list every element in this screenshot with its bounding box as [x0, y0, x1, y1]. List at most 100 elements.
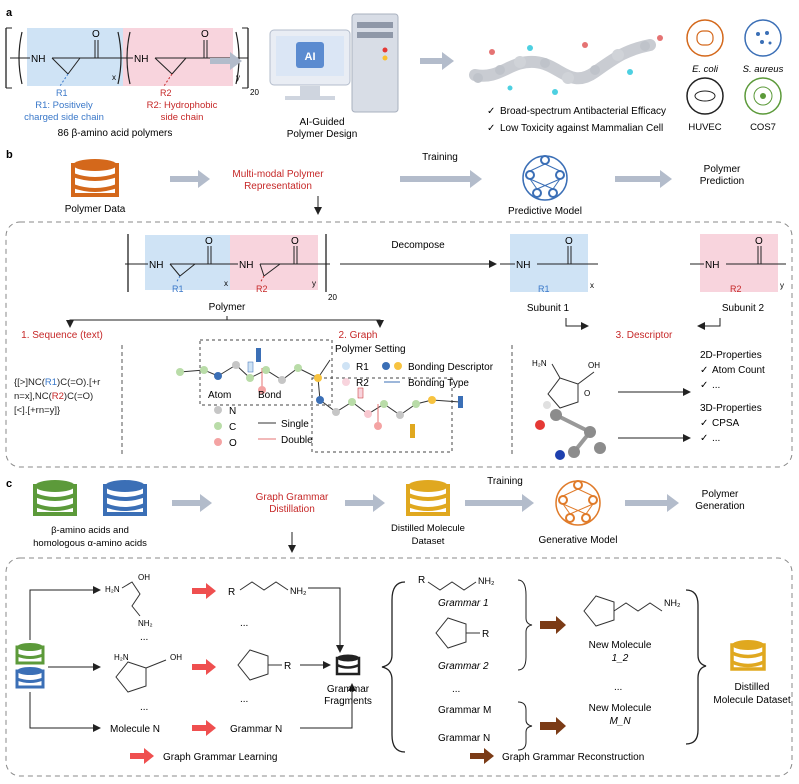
subscript-x-s1: x — [590, 281, 594, 290]
distilled-dataset-line2: Dataset — [412, 536, 445, 547]
distillation-dashed-box — [5, 557, 793, 777]
check-2: Low Toxicity against Mammalian Cell — [500, 123, 663, 134]
r2-desc-line2: side chain — [161, 112, 204, 123]
dots-mol-1: ... — [140, 632, 148, 643]
polymer-graph — [176, 339, 463, 453]
final-brace — [685, 589, 707, 745]
panel-c: c β-amino acids and homologous α-amino a… — [5, 476, 793, 777]
grammar-fragments-line1: Grammar — [327, 684, 370, 695]
right-brace-1 — [517, 579, 533, 671]
red-arrow-3 — [192, 720, 216, 736]
new-mol-2-line2: M_N — [609, 716, 631, 727]
ai-label-line2: Polymer Design — [287, 129, 358, 140]
database-icon — [71, 159, 119, 197]
organism-saureus: S. aureus — [743, 64, 784, 75]
atom-n: N — [229, 406, 236, 417]
oh-2d: OH — [588, 361, 600, 370]
ggd-line2: Distillation — [269, 504, 315, 515]
panel-a: a NH NH O O R1 R2 x y 20 — [5, 7, 784, 140]
database-icon — [15, 643, 45, 665]
o-label-s2: O — [755, 236, 763, 247]
organism-ecoli: E. coli — [692, 64, 719, 75]
aa-label-line1: β-amino acids and — [51, 525, 129, 536]
generative-model-label: Generative Model — [539, 535, 618, 546]
polymer-prediction-line1: Polymer — [704, 164, 741, 175]
check-mark-2: ✓ — [487, 123, 495, 134]
dots-mol-2: ... — [140, 702, 148, 713]
neural-network-icon — [555, 480, 601, 526]
polymer-label-b: Polymer — [209, 302, 246, 313]
bonding-descriptor-label: Bonding Descriptor — [408, 362, 494, 373]
legend-learning: Graph Grammar Learning — [163, 752, 278, 763]
nh2-opt1: NH₂ — [478, 576, 495, 586]
subscript-y-s2: y — [780, 281, 784, 290]
polymer-data-label: Polymer Data — [65, 204, 126, 215]
panel-letter-b: b — [6, 149, 13, 161]
sequence-line: {[>]NC(R1)C(=O).[+r — [14, 377, 100, 388]
o-2d: O — [584, 389, 590, 398]
r1-label-b: R1 — [172, 284, 184, 294]
subscript-20-b: 20 — [328, 293, 337, 302]
nh-label-s1: NH — [516, 260, 530, 271]
ai-badge: AI — [305, 51, 316, 63]
bond-single: Single — [281, 419, 309, 430]
brown-arrow-2 — [540, 717, 566, 735]
nh2-m1: NH₂ — [138, 619, 153, 628]
grammar-2-label: Grammar 2 — [438, 661, 489, 672]
atom-c: C — [229, 422, 236, 433]
props2d-item2: ... — [712, 380, 720, 391]
legend-reconstruction: Graph Grammar Reconstruction — [502, 752, 644, 763]
dots-g2: ... — [240, 694, 248, 705]
panel-letter-a: a — [6, 7, 13, 19]
arrow-c4 — [625, 494, 679, 512]
multimodal-line2: Representation — [244, 181, 312, 192]
r-label-g1: R — [228, 587, 235, 598]
red-arrow-1 — [192, 583, 216, 599]
distilled-final-line1: Distilled — [734, 682, 769, 693]
predictive-model-label: Predictive Model — [508, 206, 582, 217]
oh-m2: OH — [170, 653, 182, 662]
dots-opt: ... — [452, 684, 460, 695]
molecule-1: H₂N OH NH₂ — [105, 573, 153, 628]
left-brace — [381, 581, 406, 753]
neural-network-icon — [522, 155, 568, 201]
polymer-prediction-line2: Prediction — [700, 176, 744, 187]
nh-label-2: NH — [134, 54, 148, 65]
right-brace-2 — [517, 701, 533, 751]
training-label-c: Training — [487, 476, 523, 487]
polymer-3d-model — [469, 35, 663, 95]
check-2d-1: ✓ — [700, 365, 708, 376]
bond-double: Double — [281, 435, 313, 446]
subscript-y-b: y — [312, 279, 316, 288]
representation-dashed-box — [5, 221, 793, 468]
brown-arrow-1 — [540, 616, 566, 634]
r-label-opt1: R — [418, 575, 425, 586]
ggd-line1: Graph Grammar — [256, 492, 329, 503]
grammar-n-label: Grammar N — [438, 733, 490, 744]
bond-title: Bond — [258, 390, 281, 401]
arrow-c3 — [465, 494, 534, 512]
r2-label-s2: R2 — [730, 284, 742, 294]
grammar-n-left: Grammar N — [230, 724, 282, 735]
h2n-m2: H₂N — [114, 653, 129, 662]
polymer-generation-line2: Generation — [695, 501, 744, 512]
grammar-1-label: Grammar 1 — [438, 598, 489, 609]
nh-label-s2: NH — [705, 260, 719, 271]
red-arrow-2 — [192, 659, 216, 675]
molecule-2: H₂N OH — [114, 653, 182, 693]
molecule-3d — [535, 401, 606, 460]
grammar-fragments-line2: Fragments — [324, 696, 372, 707]
oh-m1: OH — [138, 573, 150, 582]
organism-huvec: HUVEC — [688, 122, 721, 133]
ai-label-line1: AI-Guided — [299, 117, 344, 128]
subscript-x: x — [112, 73, 116, 82]
database-icon — [406, 480, 450, 516]
server-icon: AI — [269, 13, 399, 113]
nh2-g1: NH₂ — [290, 586, 307, 596]
arrow-b2 — [400, 170, 482, 188]
r1-label-s1: R1 — [538, 284, 550, 294]
multimodal-line1: Multi-modal Polymer — [232, 169, 324, 180]
grammar-m-label: Grammar M — [438, 705, 491, 716]
h2n-m1: H₂N — [105, 585, 120, 594]
setting-r1: R1 — [356, 362, 369, 373]
